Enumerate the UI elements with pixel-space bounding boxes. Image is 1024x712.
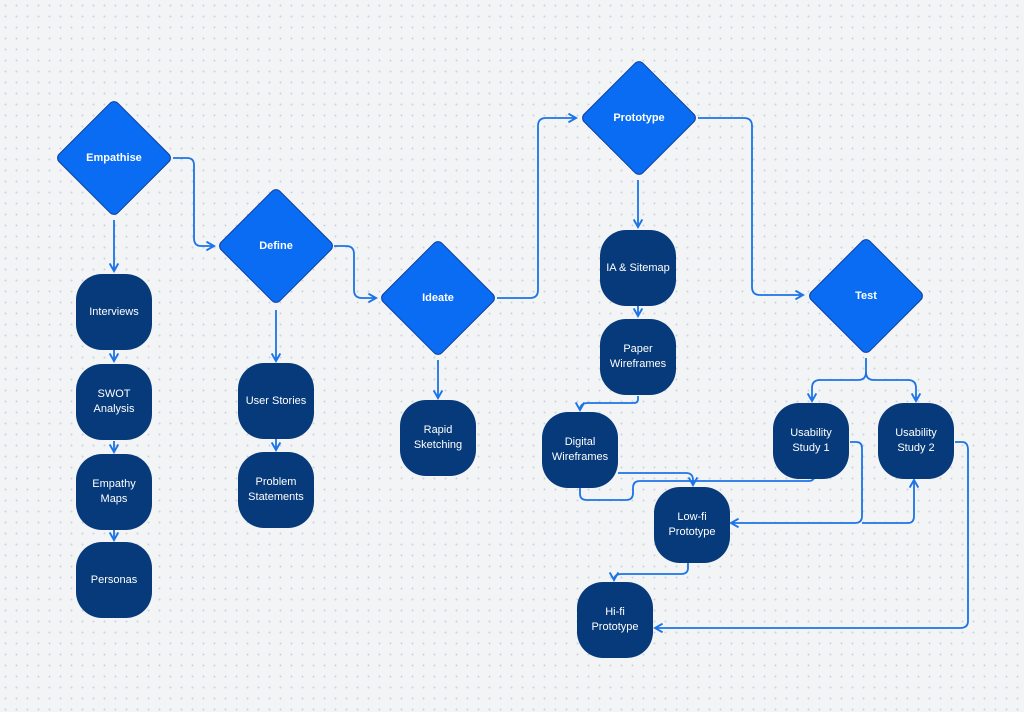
step-personas: Personas xyxy=(76,542,152,618)
arrow-study1-lowfi xyxy=(729,441,863,529)
step-rapid-sketching: Rapid Sketching xyxy=(400,400,476,476)
arrow-digital-lowfi xyxy=(618,472,699,487)
stage-empathise-label: Empathise xyxy=(86,152,142,164)
arrow-loop-study2 xyxy=(862,478,920,524)
step-lowfi-prototype: Low-fi Prototype xyxy=(654,487,730,563)
step-paper-wireframes: Paper Wireframes xyxy=(600,319,676,395)
arrow-prototype-test xyxy=(698,117,805,301)
step-hifi-prototype: Hi-fi Prototype xyxy=(577,582,653,658)
arrow-test-study2 xyxy=(865,371,922,403)
step-problem-statements: Problem Statements xyxy=(238,452,314,528)
stage-prototype-label: Prototype xyxy=(613,112,665,124)
step-user-stories: User Stories xyxy=(238,363,314,439)
step-empathy-maps: Empathy Maps xyxy=(76,454,152,530)
step-interviews: Interviews xyxy=(76,274,152,350)
arrow-ideate-prototype xyxy=(497,112,578,299)
step-usability-study-1: Usability Study 1 xyxy=(773,403,849,479)
arrow-loop-digital-study1 xyxy=(579,469,820,501)
arrow-empathise-define xyxy=(173,157,216,252)
arrow-lowfi-hifi xyxy=(608,562,689,582)
step-swot-analysis: SWOT Analysis xyxy=(76,364,152,440)
arrow-define-ideate xyxy=(334,245,378,304)
step-digital-wireframes: Digital Wireframes xyxy=(542,412,618,488)
stage-ideate-label: Ideate xyxy=(422,292,454,304)
stage-test-label: Test xyxy=(855,290,877,302)
step-ia-sitemap: IA & Sitemap xyxy=(600,230,676,306)
step-usability-study-2: Usability Study 2 xyxy=(878,403,954,479)
arrow-study2-hifi xyxy=(653,441,969,634)
arrow-paper-digital xyxy=(574,396,639,412)
arrow-test-study1 xyxy=(806,358,867,403)
stage-define-label: Define xyxy=(259,240,293,252)
